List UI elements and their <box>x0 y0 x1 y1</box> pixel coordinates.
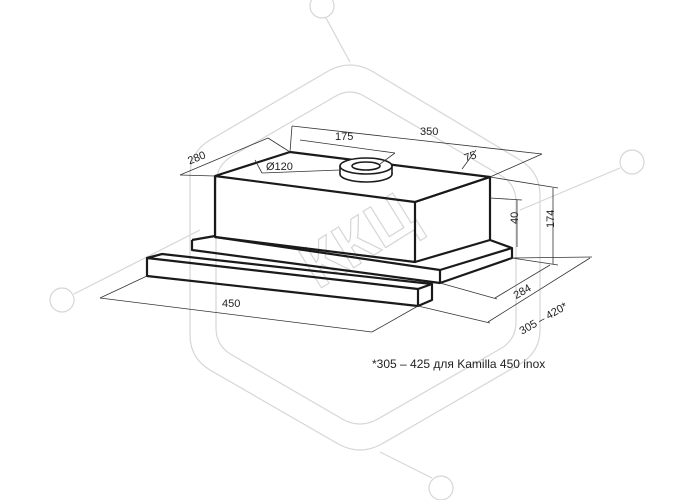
pullout-panel-top <box>146 252 434 291</box>
dim-ext <box>289 125 293 153</box>
watermark-circle-right <box>619 149 645 175</box>
dim-label-75: 75 <box>463 149 479 164</box>
watermark-ring <box>189 64 541 451</box>
dim-leader-120 <box>261 169 341 174</box>
dim-ext <box>371 305 419 333</box>
dim-line-350 <box>291 125 543 155</box>
dim-line-305-420 <box>487 257 591 323</box>
watermark-line <box>73 229 201 295</box>
dim-ext <box>511 257 559 266</box>
dim-ext <box>439 282 498 300</box>
dim-ext <box>489 176 559 189</box>
dimension-lines <box>99 125 593 333</box>
dim-line-284 <box>494 264 551 299</box>
dim-line-280 <box>179 137 269 176</box>
watermark-circle-left <box>49 287 75 313</box>
hood-base-plate <box>190 234 514 285</box>
dim-line-75 <box>461 149 477 170</box>
dim-ext <box>379 152 396 165</box>
dim-label-450: 450 <box>222 298 240 310</box>
duct-outlet <box>339 157 393 183</box>
dim-ext <box>417 305 491 324</box>
dim-label-120: Ø120 <box>266 161 293 173</box>
watermark-line <box>325 17 351 63</box>
watermark-line <box>519 167 621 211</box>
dim-label-284: 284 <box>512 282 534 302</box>
dim-line-450 <box>99 297 373 333</box>
watermark-line <box>379 451 433 479</box>
dim-ext <box>267 137 291 153</box>
watermark-circle-bottom <box>428 475 454 500</box>
pullout-panel-side <box>417 284 434 308</box>
watermark-text: ККЦ <box>289 179 428 302</box>
dim-ext <box>511 256 593 259</box>
watermark-ring-inner <box>215 91 517 425</box>
footnote: *305 – 425 для Kamilla 450 inox <box>372 357 546 371</box>
dim-label-40: 40 <box>509 212 521 224</box>
dim-ext <box>489 153 543 178</box>
dim-leader-120 <box>254 159 263 174</box>
dim-label-305-420: 305 – 420* <box>518 300 571 337</box>
hood-side-face <box>414 175 492 264</box>
dim-line-175 <box>299 139 396 154</box>
duct-outlet-inner <box>351 161 381 171</box>
dim-ext <box>489 197 523 201</box>
dim-label-350: 350 <box>420 126 438 138</box>
dim-label-174: 174 <box>545 210 557 228</box>
watermark-circle-top <box>309 0 335 19</box>
dim-ext <box>99 275 148 299</box>
dim-ext <box>179 174 216 177</box>
watermark: ККЦ <box>49 0 645 500</box>
hood-front-face <box>213 176 417 264</box>
dim-label-175: 175 <box>335 131 353 143</box>
